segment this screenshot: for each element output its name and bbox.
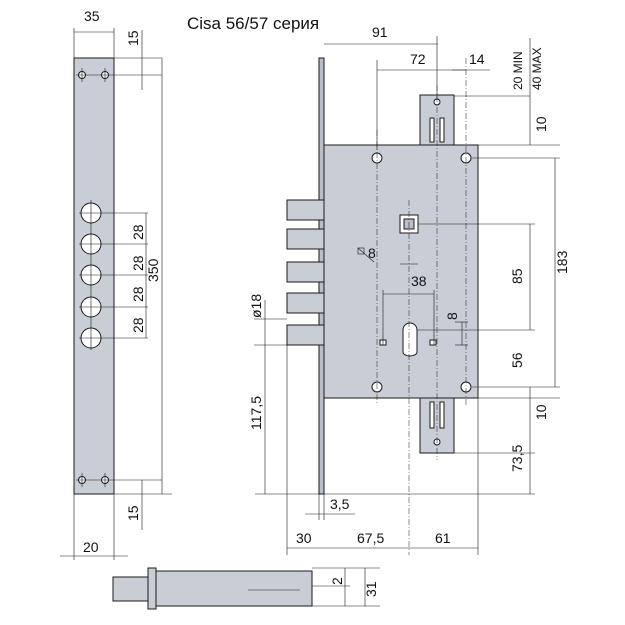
cylinder-keyhole bbox=[402, 322, 418, 357]
dim-20-min: 20 MIN bbox=[511, 51, 525, 90]
dim-top-offset: 15 bbox=[125, 30, 141, 46]
dim-pitch: 28 bbox=[130, 317, 146, 333]
dim-pitch: 28 bbox=[130, 224, 146, 240]
dim-faceplate-width: 35 bbox=[84, 8, 100, 24]
lock-body-side-view: 91 72 14 20 MIN 40 MAX 10 183 85 56 10 bbox=[248, 24, 570, 555]
dim-faceplate-length: 350 bbox=[145, 258, 161, 282]
bolt bbox=[286, 228, 325, 250]
dim-pitch: 28 bbox=[130, 255, 146, 271]
bolt bbox=[286, 199, 325, 221]
side-case bbox=[155, 570, 313, 607]
dim-67-5: 67,5 bbox=[357, 530, 384, 546]
dim-3-5: 3,5 bbox=[330, 496, 350, 512]
dim-cyl-8: 8 bbox=[444, 312, 460, 320]
dim-40-max: 40 MAX bbox=[530, 47, 544, 90]
drawing-title: Cisa 56/57 серия bbox=[187, 14, 319, 33]
dim-bottom-10: 10 bbox=[533, 404, 549, 420]
lock-top-side-view: 2 31 bbox=[112, 567, 380, 610]
bolt bbox=[286, 292, 325, 314]
dim-spindle-8: 8 bbox=[368, 245, 376, 261]
dim-38: 38 bbox=[411, 273, 427, 289]
side-bolt bbox=[112, 576, 149, 602]
dim-bottom-offset: 15 bbox=[125, 505, 141, 521]
dim-61: 61 bbox=[435, 530, 451, 546]
dim-pitch: 28 bbox=[130, 286, 146, 302]
dim-14: 14 bbox=[469, 51, 485, 67]
dim-91: 91 bbox=[372, 24, 388, 40]
dim-183: 183 bbox=[554, 250, 570, 274]
dim-56: 56 bbox=[509, 352, 525, 368]
lock-case bbox=[323, 144, 479, 399]
dim-faceplate-bottom-width: 20 bbox=[83, 539, 99, 555]
bolt bbox=[286, 261, 325, 283]
dim-side-2: 2 bbox=[329, 577, 345, 585]
dim-85: 85 bbox=[509, 268, 525, 284]
faceplate-front-view: 35 15 350 28 28 28 28 15 20 bbox=[60, 8, 172, 560]
dim-30: 30 bbox=[296, 530, 312, 546]
dim-72: 72 bbox=[410, 51, 426, 67]
dim-73-5: 73,5 bbox=[509, 445, 525, 472]
dim-117-5: 117,5 bbox=[248, 396, 264, 430]
bolt bbox=[286, 324, 325, 346]
dim-side-31: 31 bbox=[363, 581, 379, 597]
side-faceplate bbox=[147, 567, 157, 610]
dim-top-10: 10 bbox=[533, 116, 549, 132]
dim-bolt-diameter: ø18 bbox=[248, 294, 264, 318]
